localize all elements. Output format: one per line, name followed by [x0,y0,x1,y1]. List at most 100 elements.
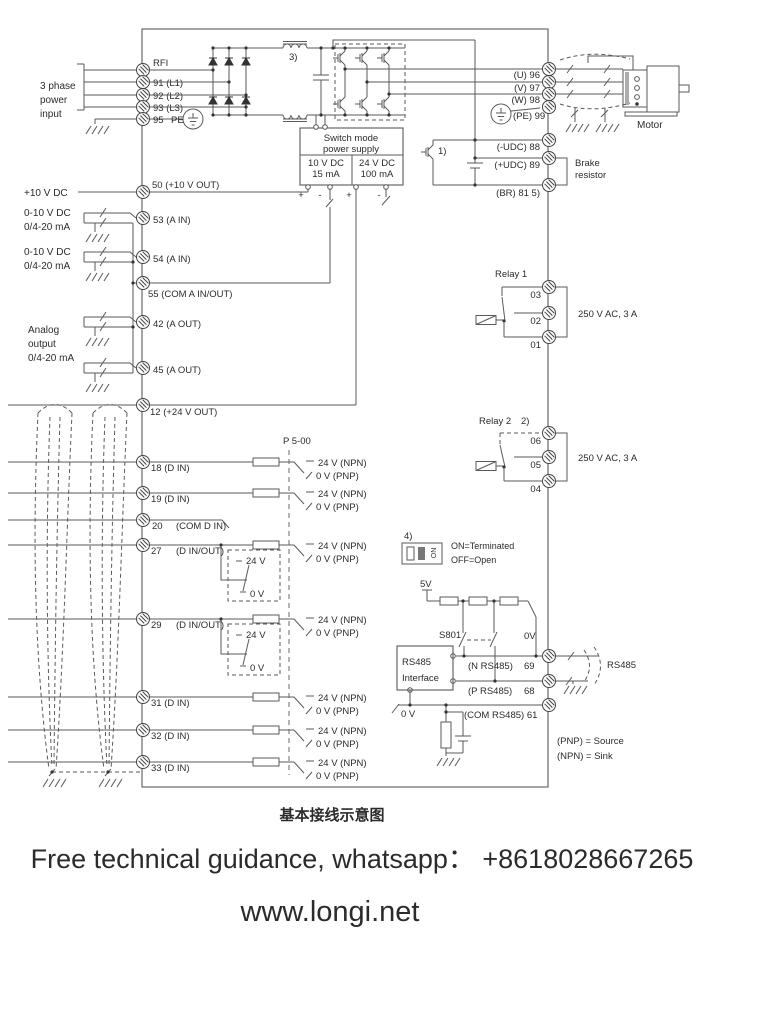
terminal-label-33: 33 (D IN) [151,763,190,774]
diode-icon [208,57,218,66]
npn-option: 24 V (NPN) [318,615,367,626]
shield-ground-icon [565,123,590,133]
box-0v-label: 0 V [250,589,265,600]
pe99-icon [490,103,512,125]
shield-ground-icon [595,123,620,133]
ain53-range: 0-10 V DC [24,208,71,219]
relay1-title: Relay 1 [495,269,527,280]
terminal-label-54: 54 (A IN) [153,254,191,265]
terminal-rfi [136,63,150,77]
terminal-label-n485: (N RS485) [468,661,513,672]
terminal-05 [542,450,556,464]
digital-input-section: P 5-00 18 (D IN) 19 (D IN) 20 (COM D IN)… [8,436,367,782]
0v-label: 0V [524,631,536,642]
motor-label: Motor [637,120,663,131]
smps-minus1: - [318,190,321,201]
pnp-source-note: (PNP) = Source [557,736,624,747]
smps-minus2: - [377,190,380,201]
cable-ground-icon [42,778,67,788]
relay2-section: Relay 2 2) 06 05 04 250 V AC, 3 A [475,416,638,495]
mains-input-section: 3 phase power input RFI 91 (L1) 92 (L2) … [40,58,204,135]
mains-label-2: power [40,95,68,106]
terminal-label-45: 45 (A OUT) [153,365,201,376]
brake-dc-section: 1) (-UDC) 88 (+UDC) 89 (BR) 81 5) Brake … [420,40,606,199]
ain53-range-2: 0/4-20 mA [24,222,70,233]
terminal-32 [136,723,150,737]
terminal-label-99: (PE) 99 [513,111,545,122]
smps-plus1: + [298,190,304,201]
mains-input-wires [77,63,183,124]
termination-switch-pole [406,546,415,561]
terminal-label-06: 06 [530,436,541,447]
terminal-label-29: 29 [151,620,162,631]
terminal-label-27b: (D IN/OUT) [176,546,224,557]
terminal-92 [136,88,150,102]
brake-wires [432,40,568,186]
diode-icon [208,96,218,105]
igbt-icon [354,50,368,66]
terminal-33 [136,755,150,769]
analog-ground-icon [85,383,110,393]
terminal-label-04: 04 [530,484,541,495]
rs485-box-label: RS485 [402,657,431,668]
pnp-option: 0 V (PNP) [316,706,359,717]
terminal-label-p485: (P RS485) [468,686,512,697]
analog-wires [83,207,137,382]
rs485-filter-ground-icon [436,757,461,767]
smps-title: Switch mode [324,133,378,144]
rs485-cable-shield [583,646,601,686]
terminal-label-61: (COM RS485) 61 [464,710,537,721]
analog-output-label: Analog [28,325,59,336]
terminal-29 [136,612,150,626]
analog-ground-icon [85,272,110,282]
relay2-note: 2) [521,416,529,427]
terminal-label-03: 03 [530,290,541,301]
terminal-19 [136,486,150,500]
terminal-89 [542,151,556,165]
terminal-label-50: 50 (+10 V OUT) [152,180,219,191]
interface-pin [450,678,456,684]
relay2-wires [496,432,568,482]
igbt-icon [376,50,390,66]
junction-dots [50,46,538,774]
pnp-option: 0 V (PNP) [316,628,359,639]
plus10v-label: +10 V DC [24,188,68,199]
diode-icon [241,57,251,66]
brake-igbt-icon [420,144,434,160]
smps-10v: 10 V DC [308,158,344,169]
pe-label: PE [171,115,184,126]
pnp-option: 0 V (PNP) [316,739,359,750]
terminal-label-81: (BR) 81 5) [496,188,540,199]
terminal-label-91: 91 (L1) [153,78,183,89]
termination-switch-pole-on [418,547,425,560]
terminal-54 [136,250,150,264]
note-4: 4) [404,531,412,542]
analog-ground-icon [85,233,110,243]
rs485-shield-ground-icon [563,685,588,695]
npn-option: 24 V (NPN) [318,758,367,769]
terminal-label-19: 19 (D IN) [151,494,190,505]
din-left-wires [8,461,230,763]
terminal-label-55: 55 (COM A IN/OUT) [148,289,232,300]
mains-label: 3 phase [40,81,76,92]
box-24v-label: 24 V [246,630,266,641]
npn-option: 24 V (NPN) [318,541,367,552]
box-0v-label: 0 V [250,663,265,674]
terminal-label-rfi: RFI [153,58,168,69]
interface-pin [450,653,456,659]
analog-output-label-2: output [28,339,56,350]
termination-off-label: OFF=Open [451,555,496,565]
promo-line-2: www.longi.net [240,896,420,928]
rs485-bus-label: RS485 [607,660,636,671]
motor-symbol [622,65,690,117]
terminal-68 [542,674,556,688]
motor-section: (U) 96 (V) 97 (W) 98 (PE) 99 Motor [490,53,690,133]
terminal-label-31: 31 (D IN) [151,698,190,709]
5v-label: 5V [420,579,432,590]
mains-label-3: input [40,109,62,120]
terminal-label-20: 20 [152,521,163,532]
terminal-label-01: 01 [530,340,541,351]
terminal-label-69: 69 [524,661,535,672]
